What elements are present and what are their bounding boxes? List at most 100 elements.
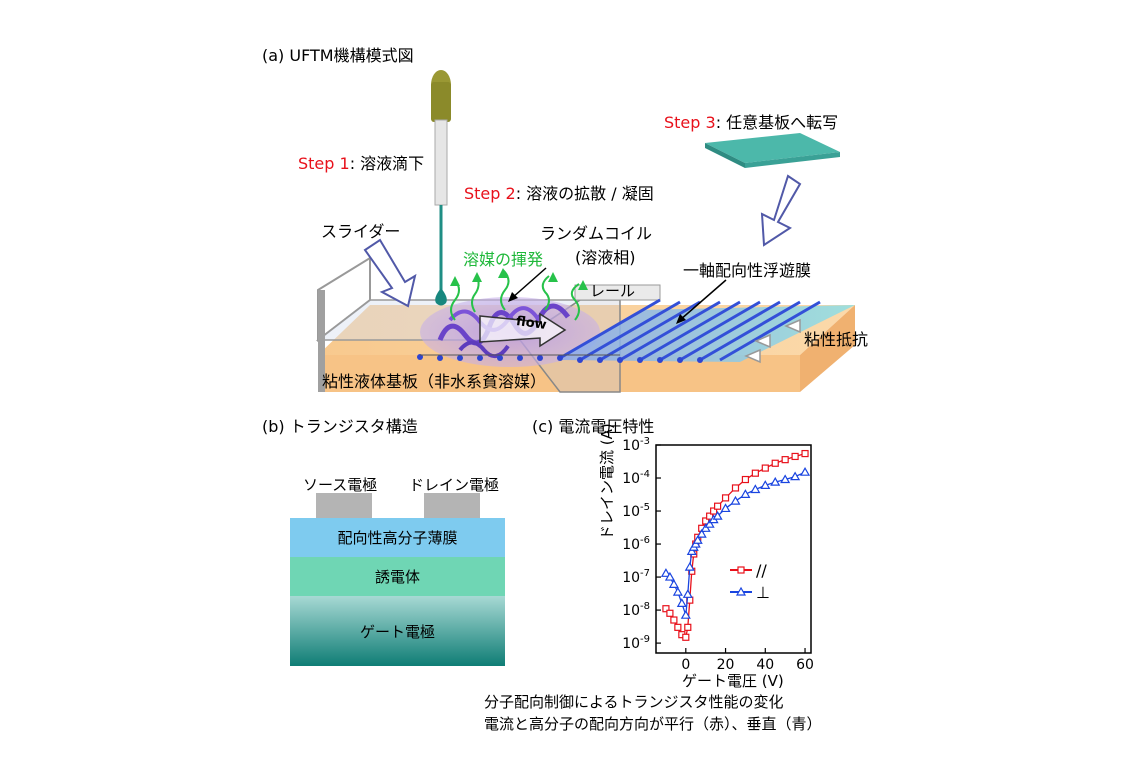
- data-point-parallel: [741, 475, 750, 484]
- y-tick-label: 10-3: [622, 436, 650, 454]
- flow-arrow: [479, 312, 567, 348]
- data-point-parallel: [682, 633, 690, 641]
- source-electrode-label: ソース電極: [303, 476, 378, 494]
- data-point-perpendicular: [760, 480, 771, 489]
- step2-label: Step 2: 溶液の拡散 / 凝固: [464, 180, 654, 204]
- caption-line-2: 電流と高分子の配向方向が平行（赤）、垂直（青）: [484, 715, 822, 733]
- caption-line-1: 分子配向制御によるトランジスタ性能の変化: [484, 693, 784, 711]
- film-pointer-head: [676, 314, 686, 324]
- step1-label: Step 1: 溶液滴下: [298, 150, 424, 174]
- data-point-perpendicular: [770, 476, 781, 486]
- step1-text: : 溶液滴下: [349, 154, 425, 173]
- x-tick-label: 0: [681, 657, 690, 673]
- data-point-parallel: [684, 623, 692, 631]
- panel-c-title: (c) 電流電圧特性: [532, 417, 655, 436]
- legend-label: ⊥: [756, 583, 770, 602]
- data-point-perpendicular: [730, 495, 741, 505]
- y-tick-label: 10-6: [622, 535, 650, 553]
- data-point-perpendicular: [696, 528, 707, 538]
- data-point-parallel: [751, 469, 759, 477]
- data-point-parallel: [761, 464, 769, 472]
- y-axis-label: ドレイン電流 (A): [598, 423, 616, 540]
- data-point-perpendicular: [800, 466, 811, 476]
- data-point-parallel: [771, 459, 779, 467]
- data-point-perpendicular: [750, 484, 761, 494]
- data-point-parallel: [801, 449, 809, 458]
- step2-text: : 溶液の拡散 / 凝固: [515, 184, 654, 203]
- data-point-perpendicular: [692, 535, 703, 544]
- data-point-perpendicular: [684, 561, 695, 571]
- gate-electrode-layer: ゲート電極: [290, 596, 505, 666]
- data-point-perpendicular: [682, 589, 693, 598]
- y-tick-label: 10-9: [622, 634, 650, 652]
- source-electrode: [316, 493, 372, 518]
- dielectric-label: 誘電体: [374, 568, 420, 586]
- data-point-parallel: [674, 623, 682, 631]
- data-point-parallel: [791, 452, 799, 461]
- data-point-perpendicular: [700, 523, 711, 532]
- transistor-stack: 配向性高分子薄膜 誘電体 ゲート電極: [290, 518, 505, 666]
- y-tick-label: 10-7: [622, 568, 650, 586]
- aligned-film: [417, 298, 855, 363]
- data-point-perpendicular: [660, 568, 671, 577]
- y-tick-label: 10-5: [622, 502, 650, 520]
- y-tick-label: 10-4: [622, 469, 650, 487]
- step3-text: : 任意基板へ転写: [715, 113, 839, 132]
- data-point-perpendicular: [790, 471, 801, 481]
- evaporation-arrow-heads: [450, 268, 588, 290]
- data-point-parallel: [714, 502, 722, 510]
- slider-label: スライダー: [321, 222, 401, 241]
- viscous-resistance-arrows: [744, 318, 801, 364]
- data-point-perpendicular: [686, 546, 697, 555]
- x-tick-label: 40: [756, 657, 774, 673]
- gate-electrode-label: ゲート電極: [359, 622, 435, 641]
- dropper: [431, 70, 451, 306]
- transfer-substrate: [705, 133, 840, 168]
- legend-marker: [737, 566, 745, 574]
- data-point-parallel: [666, 609, 674, 617]
- data-point-perpendicular: [680, 609, 691, 619]
- y-tick-label: 10-8: [622, 601, 650, 619]
- panel-b-title: (b) トランジスタ構造: [262, 417, 418, 436]
- film-pointer: [679, 279, 727, 321]
- x-tick-label: 60: [796, 657, 814, 673]
- data-point-perpendicular: [664, 571, 675, 581]
- data-point-perpendicular: [668, 579, 679, 588]
- dielectric-layer: 誘電体: [290, 557, 505, 596]
- data-point-perpendicular: [704, 518, 715, 528]
- data-point-parallel: [710, 507, 718, 515]
- x-tick-label: 20: [717, 657, 735, 673]
- data-point-perpendicular: [720, 503, 731, 513]
- data-point-parallel: [781, 456, 789, 464]
- data-point-perpendicular: [672, 586, 683, 596]
- polymer-film-layer: 配向性高分子薄膜: [290, 518, 505, 557]
- data-point-parallel: [670, 616, 678, 624]
- step3-prefix: Step 3: [664, 113, 716, 132]
- uniaxial-film-label: 一軸配向性浮遊膜: [683, 261, 812, 280]
- random-coil-label: ランダムコイル: [540, 224, 653, 243]
- step3-label: Step 3: 任意基板へ転写: [664, 109, 838, 133]
- rail-label: レール: [590, 282, 636, 300]
- evaporation-label: 溶媒の揮発: [463, 250, 544, 269]
- data-point-parallel: [731, 484, 740, 492]
- panel-a-title: (a) UFTM機構模式図: [262, 46, 414, 65]
- polymer-film-label: 配向性高分子薄膜: [337, 529, 458, 547]
- solution-phase-label: (溶液相): [575, 248, 636, 267]
- data-point-parallel: [721, 494, 730, 502]
- step1-prefix: Step 1: [298, 154, 350, 173]
- data-point-perpendicular: [712, 510, 723, 520]
- data-point-perpendicular: [780, 474, 791, 484]
- data-point-parallel: [662, 605, 670, 613]
- drain-electrode-label: ドレイン電極: [409, 476, 500, 494]
- random-coil-pointer-head: [508, 292, 518, 302]
- slider-arrow: [363, 238, 417, 308]
- data-point-perpendicular: [740, 489, 751, 498]
- drain-electrode: [424, 493, 480, 518]
- random-coil-pointer: [511, 267, 547, 299]
- substrate-label: 粘性液体基板（非水系貧溶媒）: [322, 372, 547, 391]
- x-axis-label: ゲート電圧 (V): [682, 672, 784, 690]
- legend-marker: [735, 586, 747, 596]
- step2-prefix: Step 2: [464, 184, 516, 203]
